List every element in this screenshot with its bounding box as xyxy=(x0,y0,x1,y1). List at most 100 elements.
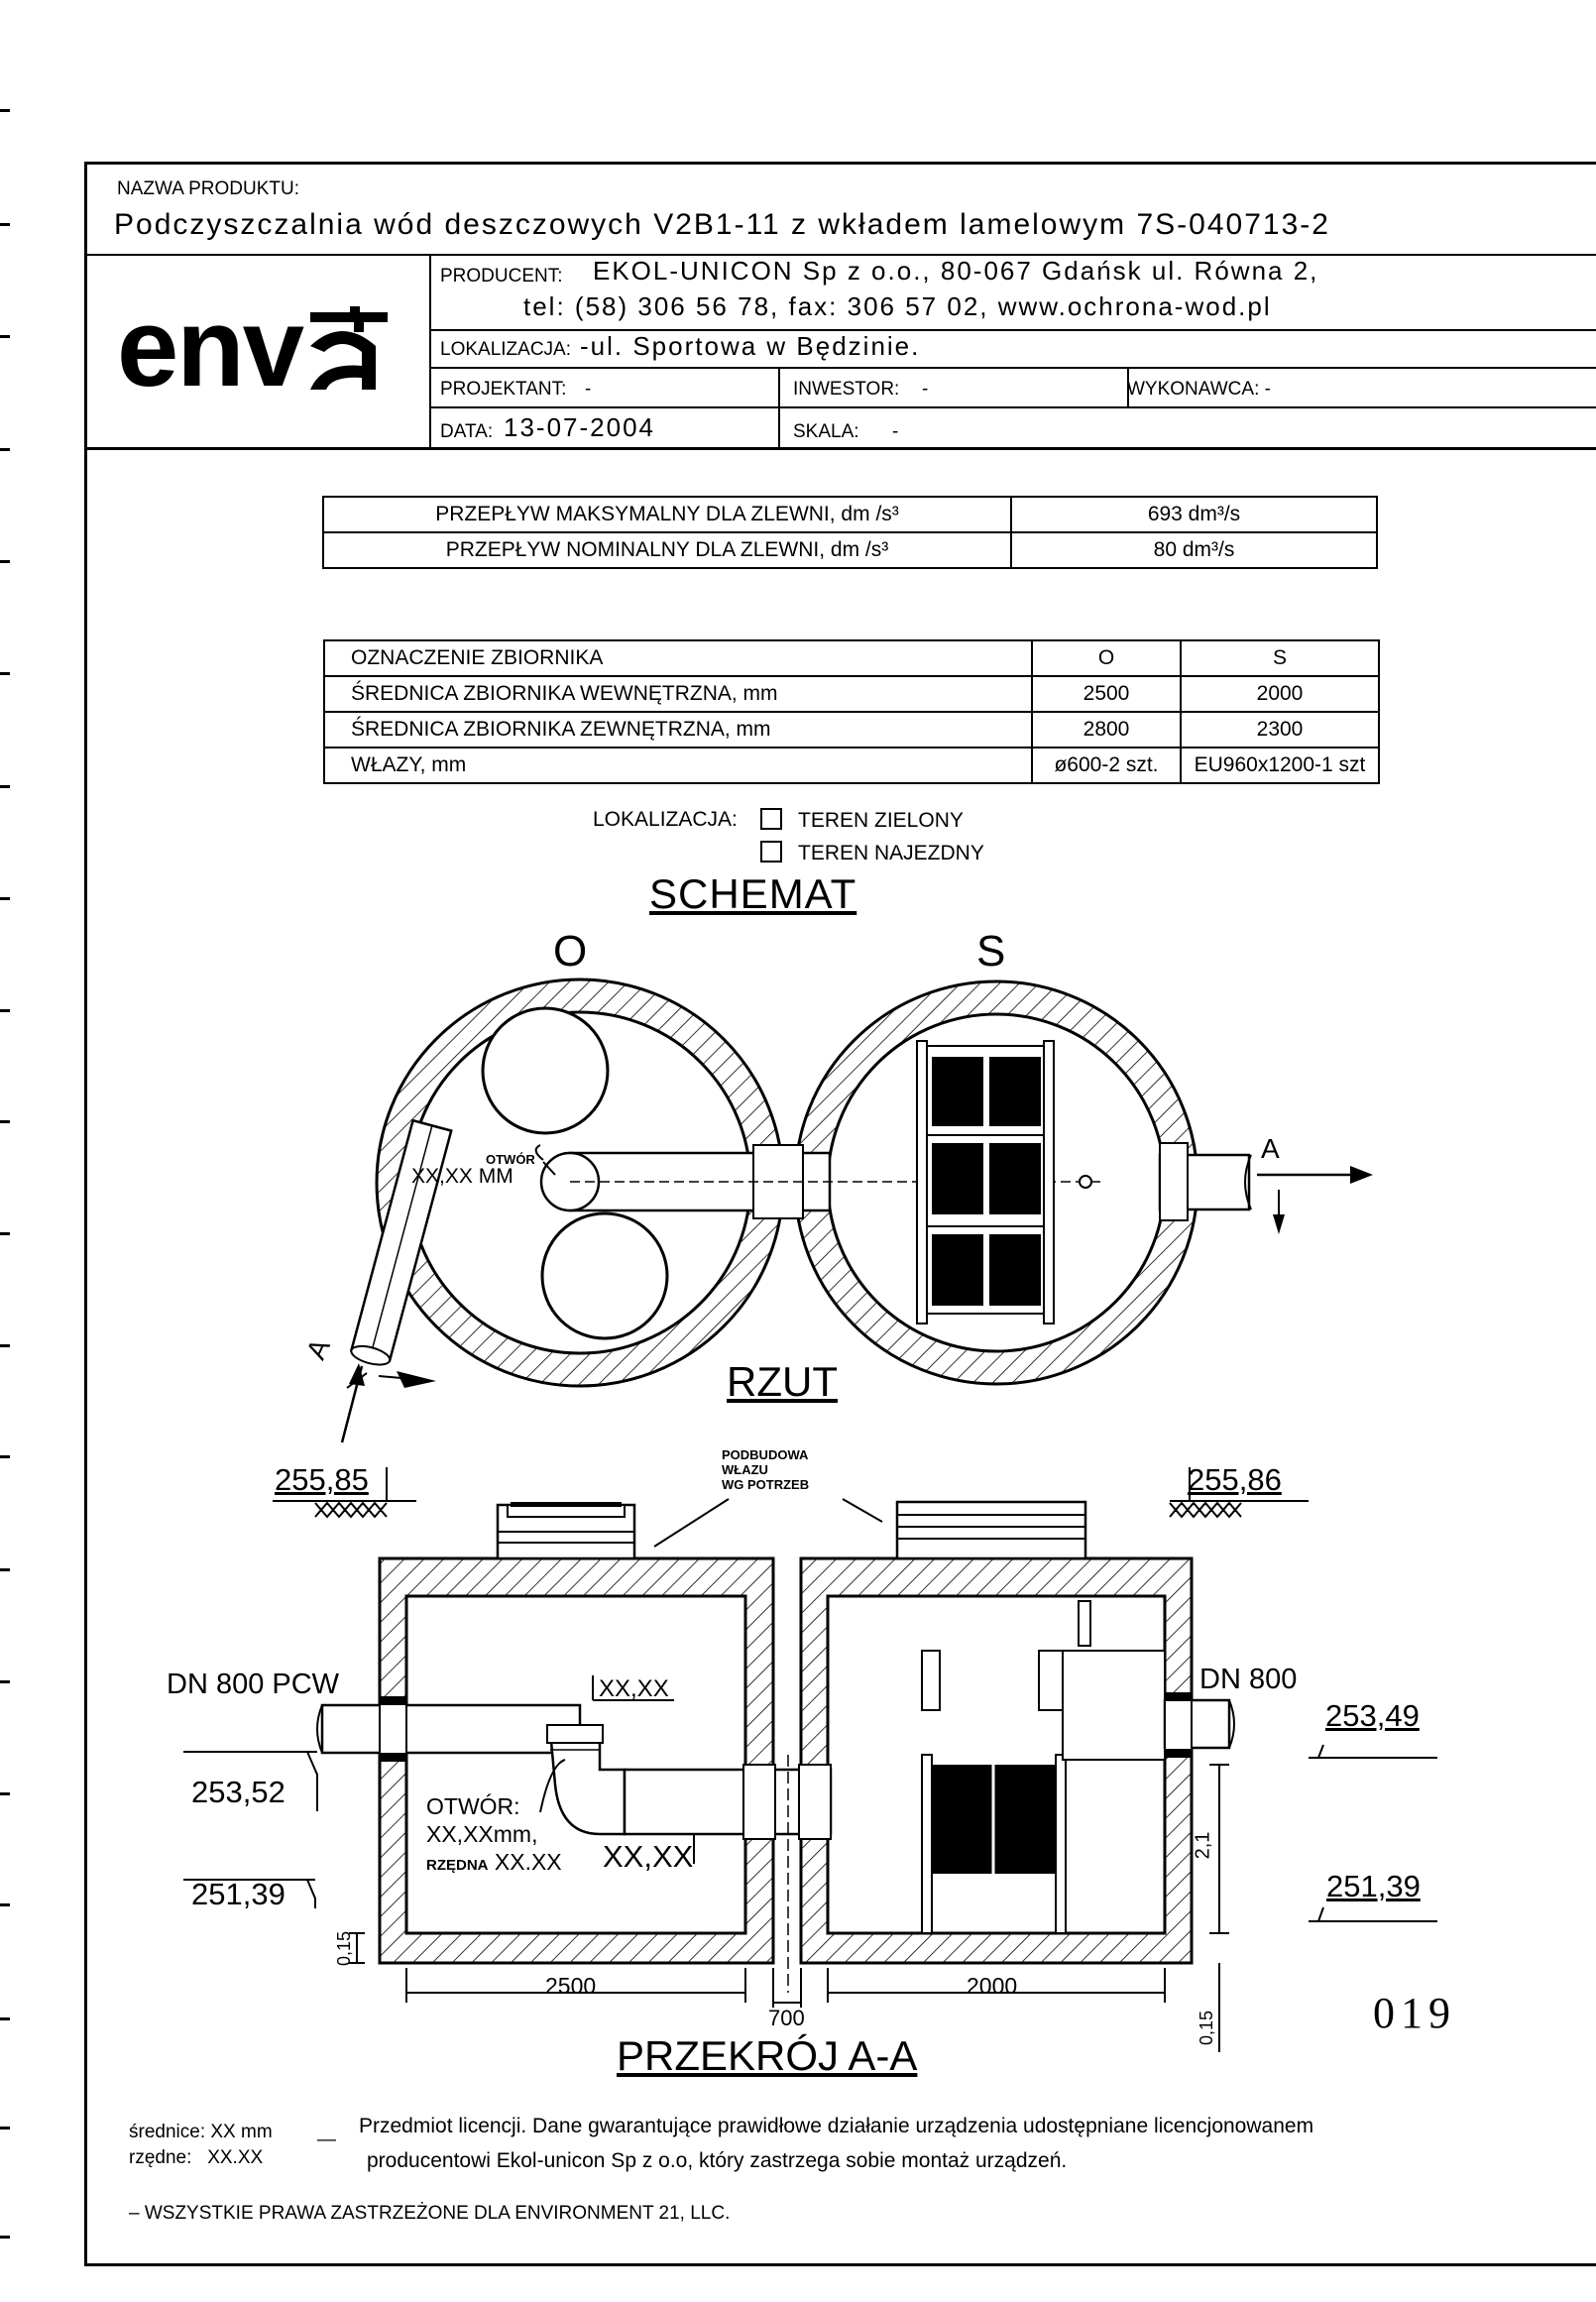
location-value: -ul. Sportowa w Będzinie. xyxy=(580,331,921,361)
plan-view-title: RZUT xyxy=(727,1358,838,1405)
table-cell: PRZEPŁYW NOMINALNY DLA ZLEWNI, dm /s³ xyxy=(322,531,1012,569)
divider xyxy=(429,406,1596,408)
rights-notice: – WSZYSTKIE PRAWA ZASTRZEŻONE DLA ENVIRO… xyxy=(129,2203,731,2224)
location-option-green[interactable]: TEREN ZIELONY xyxy=(760,808,964,833)
table-cell: 2500 xyxy=(1031,675,1182,713)
outlet-level: 253,49 xyxy=(1325,1698,1420,1733)
margin-mark xyxy=(0,2127,10,2129)
legend-levels: rzędne: XX.XX xyxy=(129,2147,264,2168)
level-marks xyxy=(183,1675,1437,1922)
drawing-frame xyxy=(84,162,1596,2266)
date-label: DATA: xyxy=(440,421,494,442)
table-row: WŁAZY, mm ø600-2 szt. EU960x1200-1 szt xyxy=(323,747,1380,784)
dim-slab-left: 0,15 xyxy=(334,1930,355,1967)
margin-mark xyxy=(0,335,10,338)
table-cell: O xyxy=(1031,639,1182,677)
opening-level: XX,XX xyxy=(603,1839,694,1874)
section-title: PRZEKRÓJ A-A xyxy=(617,2032,918,2079)
bottom-level-left-text: 251,39 xyxy=(191,1877,285,1911)
level-top-right: 255,86 xyxy=(1188,1462,1282,1497)
section-view xyxy=(183,1467,1437,2052)
tank-table: OZNACZENIE ZBIORNIKA O S ŚREDNICA ZBIORN… xyxy=(323,639,1380,784)
product-name: Podczyszczalnia wód deszczowych V2B1-11 … xyxy=(114,208,1330,241)
legend-dash: — xyxy=(317,2129,336,2150)
table-cell: EU960x1200-1 szt xyxy=(1180,747,1380,784)
scale-label: SKALA: xyxy=(793,421,859,442)
table-cell: ŚREDNICA ZBIORNIKA WEWNĘTRZNA, mm xyxy=(323,675,1033,713)
margin-mark xyxy=(0,109,10,112)
connecting-pipe-section xyxy=(623,1768,833,1836)
margin-mark xyxy=(0,2236,10,2239)
margin-mark xyxy=(0,1344,10,1347)
manhole-note-line: WŁAZU xyxy=(722,1462,768,1477)
logo: env xyxy=(117,292,392,403)
margin-mark xyxy=(0,1903,10,1906)
location-option-traffic[interactable]: TEREN NAJEZDNY xyxy=(760,841,984,865)
opening-size: XX,XX MM xyxy=(411,1165,513,1188)
contractor-value: - xyxy=(1264,379,1271,400)
divider xyxy=(429,367,1596,369)
plan-view xyxy=(340,978,1373,1443)
left-chamber-wall xyxy=(378,1556,775,1965)
table-cell: 693 dm³/s xyxy=(1010,496,1378,533)
table-cell: S xyxy=(1180,639,1380,677)
margin-mark xyxy=(0,1680,10,1683)
lamella-section xyxy=(921,1600,1166,1934)
sheet-stamp: 019 xyxy=(1373,1989,1456,2037)
table-row: PRZEPŁYW NOMINALNY DLA ZLEWNI, dm /s³ 80… xyxy=(322,531,1378,569)
level-top-left: 255,85 xyxy=(275,1462,369,1497)
manhole-note: PODBUDOWA WŁAZU WG POTRZEB xyxy=(722,1447,809,1492)
ground-symbol-left xyxy=(273,1467,416,1519)
checkbox[interactable] xyxy=(760,841,782,863)
dim-slab-right: 0,15 xyxy=(1197,2010,1217,2046)
axis-point xyxy=(1079,1175,1092,1189)
table-row: PRZEPŁYW MAKSYMALNY DLA ZLEWNI, dm /s³ 6… xyxy=(322,496,1378,533)
dim-height: 2,1 xyxy=(1192,1831,1214,1860)
opening-note-line: XX,XXmm, xyxy=(426,1821,538,1847)
margin-mark xyxy=(0,448,10,451)
margin-mark xyxy=(0,1792,10,1795)
table-row: ŚREDNICA ZBIORNIKA ZEWNĘTRZNA, mm 2800 2… xyxy=(323,711,1380,748)
producer-line2: tel: (58) 306 56 78, fax: 306 57 02, www… xyxy=(523,291,1272,321)
license-line1: Przedmiot licencji. Dane gwarantujące pr… xyxy=(359,2115,1314,2137)
table-cell: 2000 xyxy=(1180,675,1380,713)
dimension-lines xyxy=(349,1764,1229,2052)
tank-o-label: O xyxy=(553,927,588,976)
license-line2: producentowi Ekol-unicon Sp z o.o, który… xyxy=(367,2149,1068,2172)
table-cell: ø600-2 szt. xyxy=(1031,747,1182,784)
margin-mark xyxy=(0,785,10,788)
table-cell: PRZEPŁYW MAKSYMALNY DLA ZLEWNI, dm /s³ xyxy=(322,496,1012,533)
opening-note-line: OTWÓR: xyxy=(426,1793,520,1819)
checkbox[interactable] xyxy=(760,808,782,830)
scale-value: - xyxy=(892,421,899,442)
opening-note: OTWÓR: XX,XXmm, RZĘDNA XX.XX xyxy=(426,1792,562,1880)
outlet-label: DN 800 xyxy=(1199,1664,1298,1695)
margin-mark xyxy=(0,897,10,900)
product-label: NAZWA PRODUKTU: xyxy=(117,178,300,199)
divider xyxy=(84,254,1596,256)
investor-value: - xyxy=(922,379,929,400)
table-cell: 2800 xyxy=(1031,711,1182,748)
ground-symbol-right xyxy=(1169,1467,1309,1519)
table-row: OZNACZENIE ZBIORNIKA O S xyxy=(323,639,1380,677)
location-options-label: LOKALIZACJA: xyxy=(593,808,738,831)
elbow-level: XX,XX xyxy=(599,1675,669,1702)
section-mark-right: A xyxy=(1261,1133,1280,1164)
legend-diameters: średnice: XX mm xyxy=(129,2122,273,2142)
producer-line1: EKOL-UNICON Sp z o.o., 80-067 Gdańsk ul.… xyxy=(593,256,1319,286)
opening-note-label: RZĘDNA xyxy=(426,1857,489,1874)
outlet-sleeve xyxy=(1159,1142,1189,1221)
contractor-label-text: WYKONAWCA: xyxy=(1127,379,1260,400)
flow-table: PRZEPŁYW MAKSYMALNY DLA ZLEWNI, dm /s³ 6… xyxy=(322,496,1378,569)
manhole-note-line: PODBUDOWA xyxy=(722,1447,809,1462)
margin-mark xyxy=(0,1455,10,1458)
margin-mark xyxy=(0,1232,10,1235)
option-label: TEREN ZIELONY xyxy=(798,809,964,832)
inlet-level: 253,52 xyxy=(191,1775,285,1809)
lamella-module xyxy=(916,1040,1055,1324)
table-cell: 2300 xyxy=(1180,711,1380,748)
divider xyxy=(429,329,1596,331)
date-value: 13-07-2004 xyxy=(504,412,655,442)
inlet-pipe-section xyxy=(320,1703,582,1755)
